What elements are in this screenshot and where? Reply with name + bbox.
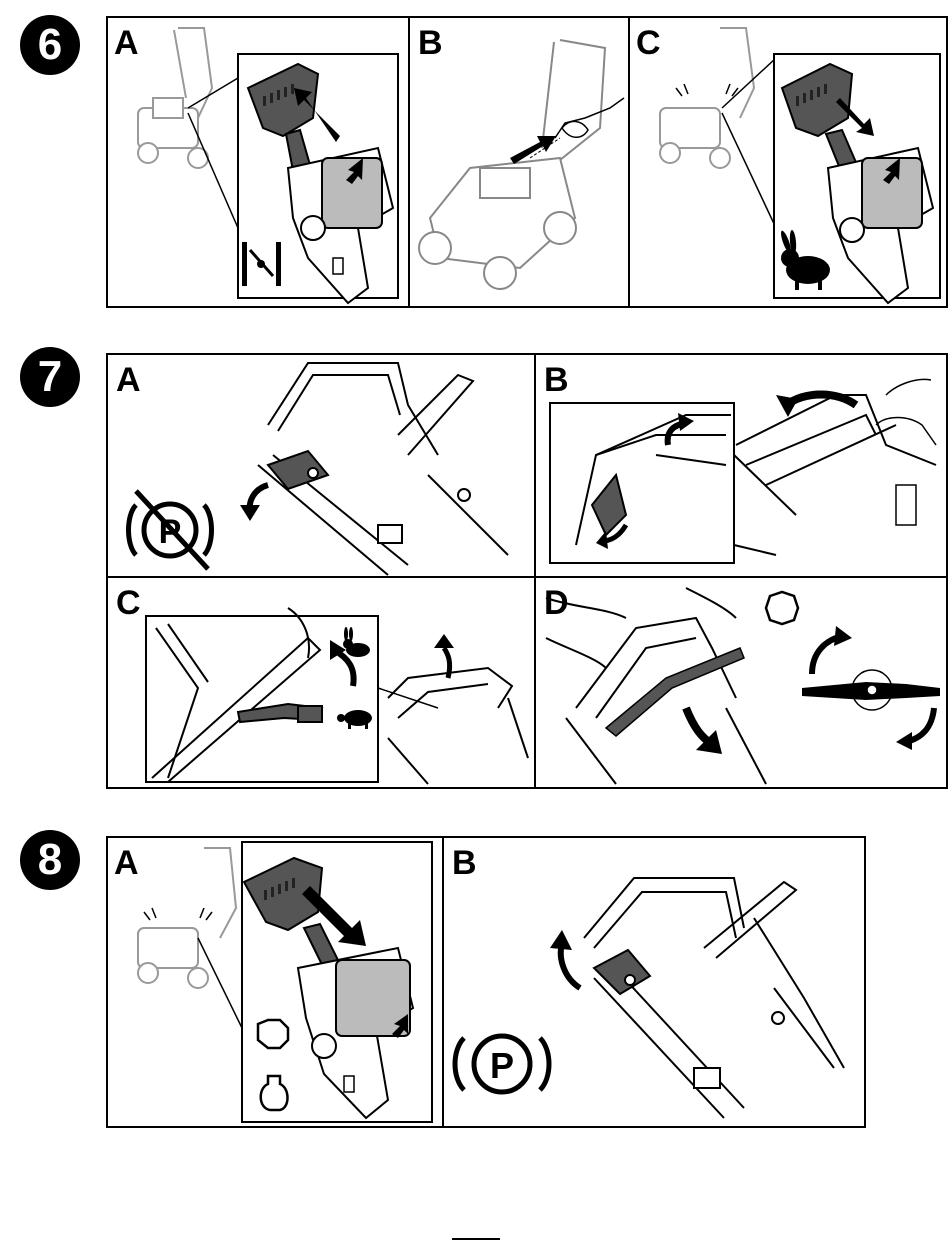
park-icon: P (455, 1036, 549, 1092)
choke-icon (257, 260, 265, 268)
mower-throttle-fast-illustration (630, 18, 946, 306)
stop-octagon-icon (766, 592, 798, 624)
step-8-badge: 8 (20, 830, 80, 890)
step-8a-panel: A (108, 838, 442, 1126)
step-6-badge: 6 (20, 15, 80, 75)
blade-rotation-icon (802, 626, 940, 750)
step-8b-panel: B P (444, 838, 864, 1126)
step-7b-panel: B (536, 355, 946, 576)
mower-throttle-illustration (108, 18, 408, 306)
park-letter: P (490, 1045, 514, 1086)
step-7c-panel: C (108, 578, 534, 787)
step-8-number: 8 (38, 835, 62, 885)
handle-park-illustration: P (444, 838, 864, 1126)
step-6b-panel: B (410, 18, 628, 306)
handle-release-illustration: P (108, 355, 534, 576)
step-6-number: 6 (38, 20, 62, 70)
bail-lever-illustration (536, 355, 946, 576)
blade-control-bar-illustration (536, 578, 946, 787)
step-7-badge: 7 (20, 347, 80, 407)
step-6c-panel: C (630, 18, 946, 306)
throttle-stop-illustration (108, 838, 442, 1126)
step-6a-panel: A (108, 18, 408, 306)
step-7d-panel: D (536, 578, 946, 787)
park-prohibited-icon: P (129, 491, 212, 569)
mower-pull-start-illustration (410, 18, 628, 306)
page-footer-rule (452, 1238, 500, 1240)
speed-control-illustration (108, 578, 534, 787)
step-7a-panel: A P (108, 355, 534, 576)
step-7-number: 7 (38, 352, 62, 402)
stop-octagon-icon (258, 1020, 288, 1048)
